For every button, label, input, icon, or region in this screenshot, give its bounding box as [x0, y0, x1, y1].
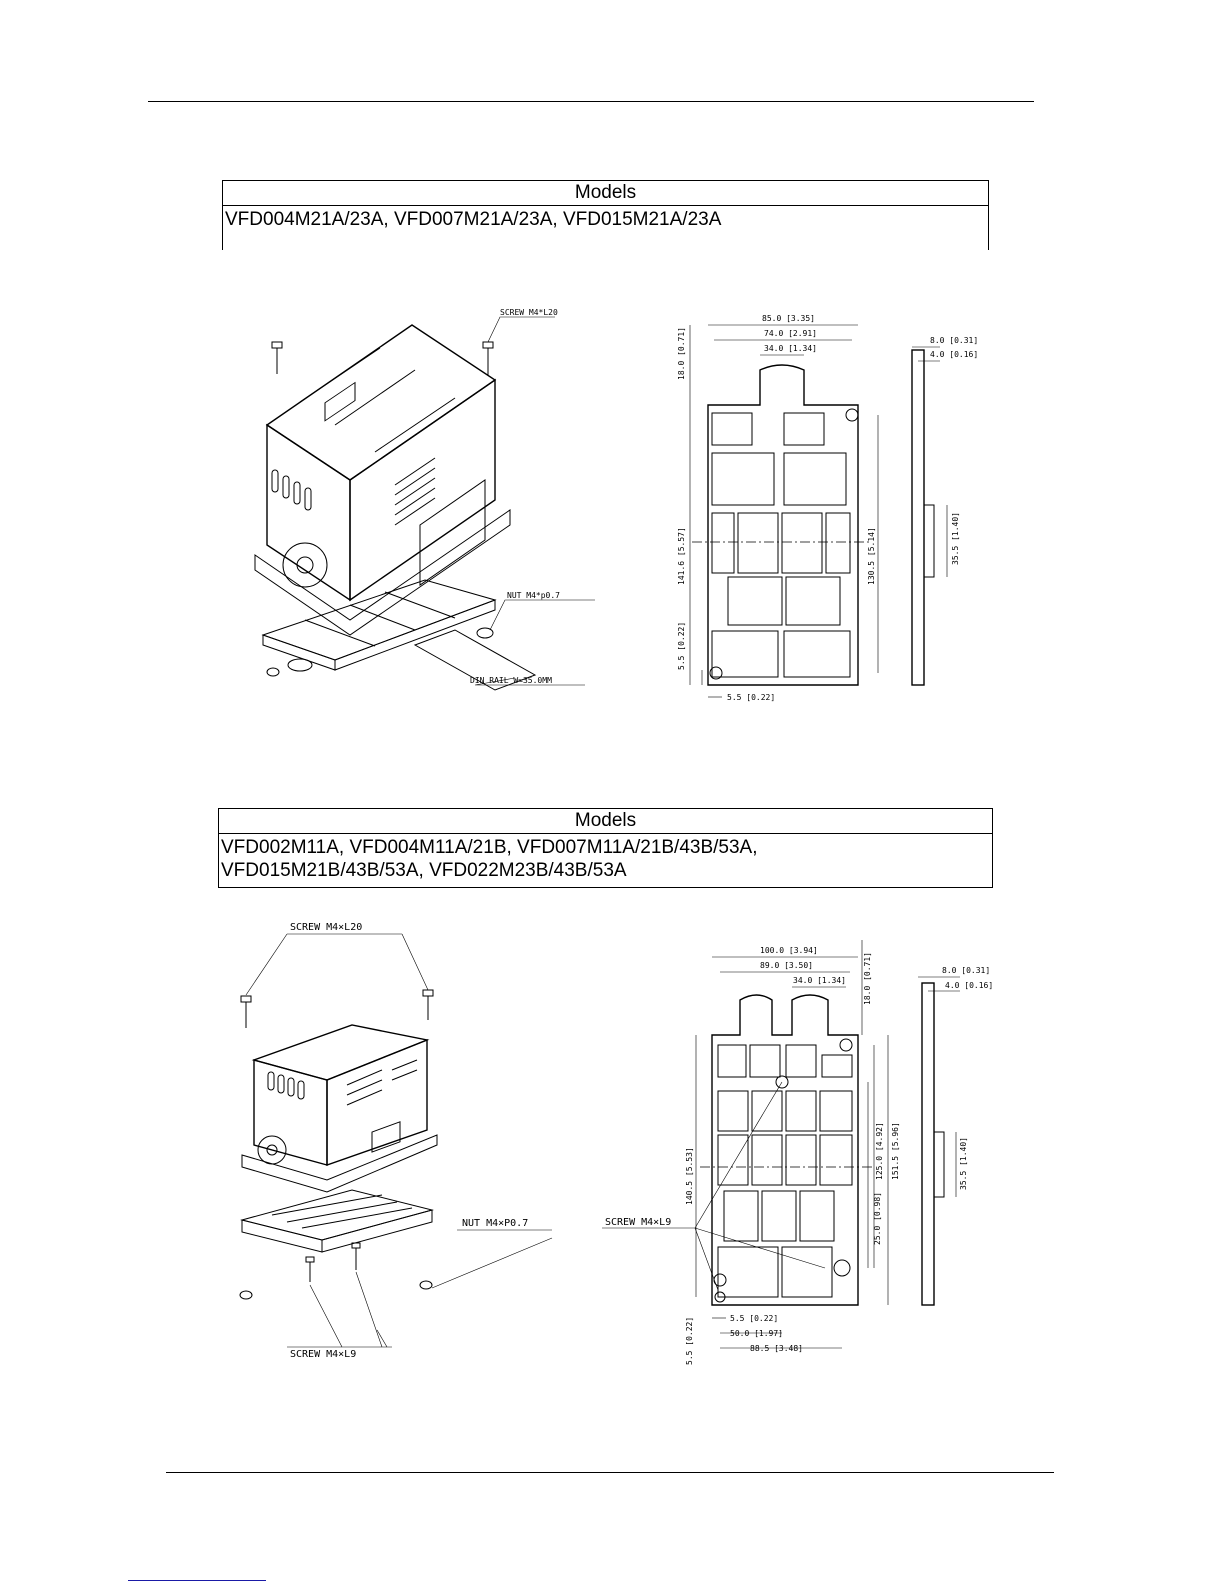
plate-grid	[717, 1044, 853, 1298]
dim-width-74: 74.0 [2.91]	[764, 329, 817, 338]
screw-mid-label: SCREW M4×L9	[605, 1217, 671, 1228]
mounting-plate	[240, 1189, 434, 1253]
isometric-drawing-2: SCREW M4×L20	[239, 922, 553, 1360]
screw-top-label: SCREW M4×L20	[290, 922, 362, 933]
dim-height-140: 140.5 [5.53]	[685, 1147, 694, 1205]
isometric-drawing-1: SCREW M4*L20	[254, 308, 595, 691]
dim-height-125: 125.0 [4.92]	[875, 1122, 884, 1180]
fan-icon	[282, 542, 328, 588]
dim-width-5: 5.5 [0.22]	[730, 1314, 778, 1323]
front-view-drawing-1: 85.0 [3.35] 74.0 [2.91] 34.0 [1.34] 18.0…	[677, 314, 978, 702]
screw-top-left	[240, 995, 252, 1028]
dim-side-35: 35.5 [1.40]	[959, 1137, 968, 1190]
dim-width-5: 5.5 [0.22]	[727, 693, 775, 702]
dim-width-89: 89.0 [3.50]	[760, 961, 813, 970]
models-list-line2: VFD015M21B/43B/53A, VFD022M23B/43B/53A	[221, 860, 627, 881]
vent-slots	[271, 457, 436, 526]
dim-width-85: 85.0 [3.35]	[762, 314, 815, 323]
footer-rule	[166, 1472, 1054, 1473]
dim-side-8: 8.0 [0.31]	[930, 336, 978, 345]
nut-label: NUT M4*p0.7	[507, 591, 560, 600]
screws-bottom	[239, 1242, 433, 1300]
screw-right	[482, 341, 494, 376]
dim-width-100: 100.0 [3.94]	[760, 946, 818, 955]
din-rail-label: DIN RAIL W=35.0MM	[470, 676, 552, 685]
screw-left	[271, 341, 283, 374]
dim-height-25: 25.0 [0.98]	[873, 1192, 882, 1245]
dim-height-5v: 5.5 [0.22]	[685, 1317, 694, 1365]
dim-side-8: 8.0 [0.31]	[942, 966, 990, 975]
models-table-1: Models VFD004M21A/23A, VFD007M21A/23A, V…	[222, 180, 989, 250]
dim-width-34: 34.0 [1.34]	[793, 976, 846, 985]
models-table-2: Models VFD002M11A, VFD004M11A/21B, VFD00…	[218, 808, 993, 888]
dim-width-88: 88.5 [3.48]	[750, 1344, 803, 1353]
models-header: Models	[223, 181, 988, 206]
dim-height-18: 18.0 [0.71]	[677, 327, 686, 380]
mounting-plate	[261, 579, 537, 691]
footer-link-underline	[128, 1580, 266, 1581]
dim-height-141: 141.6 [5.57]	[677, 527, 686, 585]
dim-height-5v: 5.5 [0.22]	[677, 622, 686, 670]
header-rule	[148, 101, 1034, 102]
models-list-line1: VFD002M11A, VFD004M11A/21B, VFD007M11A/2…	[221, 837, 758, 858]
dim-height-18: 18.0 [0.71]	[863, 952, 872, 1005]
front-view-drawing-2: SCREW M4×L9 100.0 [3.94] 89.0 [3.50] 34.…	[602, 940, 993, 1365]
dim-side-35: 35.5 [1.40]	[951, 512, 960, 565]
screw-label: SCREW M4*L20	[500, 308, 558, 317]
dim-height-130: 130.5 [5.14]	[867, 527, 876, 585]
models-header: Models	[219, 809, 992, 834]
screw-bottom-label: SCREW M4×L9	[290, 1349, 356, 1360]
dim-height-151: 151.5 [5.96]	[891, 1122, 900, 1180]
plate-grid	[711, 412, 851, 678]
nut-label: NUT M4×P0.7	[462, 1218, 528, 1229]
drive-body	[241, 1024, 438, 1193]
dim-side-4: 4.0 [0.16]	[945, 981, 993, 990]
screw-top-right	[422, 989, 434, 1020]
drive-body	[254, 324, 511, 636]
dim-side-4: 4.0 [0.16]	[930, 350, 978, 359]
dim-width-50: 50.0 [1.97]	[730, 1329, 783, 1338]
dim-width-34: 34.0 [1.34]	[764, 344, 817, 353]
models-list: VFD004M21A/23A, VFD007M21A/23A, VFD015M2…	[225, 209, 722, 230]
